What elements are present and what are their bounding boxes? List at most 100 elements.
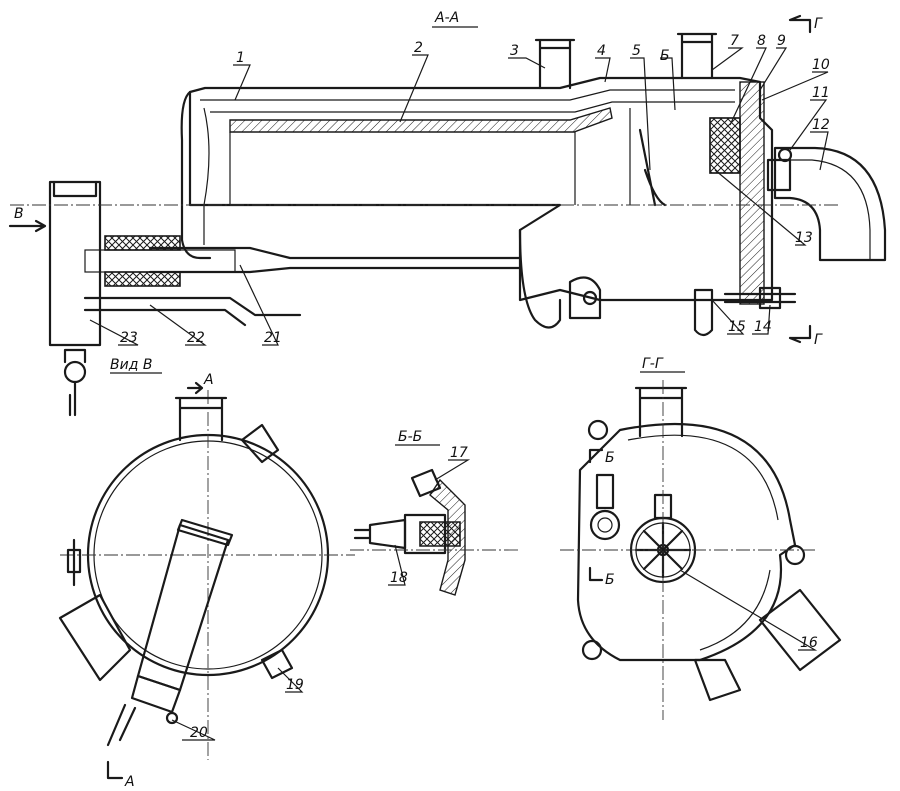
- callout-21: 21: [264, 330, 282, 346]
- section-bb-plug-thread: [419, 521, 461, 547]
- bottom-tube-22: [83, 296, 302, 327]
- outlet-elbow-inner: [790, 159, 871, 260]
- leader-15: [711, 299, 745, 335]
- view-a-arrow: [186, 381, 204, 395]
- housing-inner-wall: [200, 89, 735, 113]
- leader-22: [149, 304, 207, 346]
- section-bb-view: [350, 468, 520, 596]
- section-gg-wheel-post: [653, 493, 673, 520]
- leader-8: [729, 47, 767, 126]
- fuel-grid-8: [709, 117, 741, 174]
- spoked-wheel-spokes: [634, 521, 692, 579]
- view-v-bolt-top: [240, 423, 280, 464]
- top-pipe-3: [534, 38, 576, 90]
- inlet-fitting: [63, 360, 87, 384]
- leader-14: [752, 304, 771, 335]
- section-gg-housing: [576, 422, 797, 662]
- view-v-inlet-tube: [136, 523, 230, 692]
- callout-9: 9: [777, 33, 786, 49]
- marker-b-inner: Б: [660, 48, 670, 64]
- inlet-pipe-top: [52, 180, 98, 198]
- section-bb-plug-18: [353, 518, 407, 550]
- callout-19: 19: [286, 677, 304, 693]
- marker-g-top: Г: [814, 16, 823, 32]
- cut-mark-b-bottom: [588, 566, 604, 582]
- section-bb-wall: [429, 478, 466, 596]
- swirler-5: [638, 128, 667, 207]
- housing-outer: [188, 76, 774, 302]
- labels: А-А Б-Б Г-Г Вид В В А А Г Г Б Б Б 1 2 3 …: [14, 10, 830, 790]
- leader-3: [508, 57, 546, 69]
- section-aa-view: [8, 14, 887, 417]
- callout-22: 22: [187, 330, 205, 346]
- title-view-v: Вид В: [110, 357, 152, 373]
- section-gg-bolt-r: [784, 544, 806, 566]
- callout-17: 17: [450, 445, 468, 461]
- title-section-aa: А-А: [434, 10, 459, 26]
- callout-14: 14: [754, 319, 772, 335]
- leader-13: [714, 169, 807, 246]
- leader-20: [171, 719, 216, 741]
- leader-23: [89, 319, 139, 346]
- callout-2: 2: [414, 40, 423, 56]
- leader-7: [711, 47, 744, 71]
- callout-13: 13: [795, 230, 813, 246]
- callout-10: 10: [812, 57, 830, 73]
- title-section-gg: Г-Г: [642, 356, 664, 372]
- leader-6: [660, 57, 676, 111]
- section-gg-burner: [589, 509, 621, 541]
- callout-12: 12: [812, 117, 830, 133]
- bracket-bolt: [582, 290, 598, 306]
- inlet-fitting-stem: [63, 348, 87, 417]
- marker-a-bottom: А: [124, 774, 135, 790]
- title-section-bb: Б-Б: [398, 429, 422, 445]
- section-gg-outlet: [758, 588, 842, 672]
- section-gg-burner-stem: [595, 473, 615, 510]
- leader-11: [789, 99, 828, 151]
- leader-12: [810, 131, 829, 171]
- view-v-bolt-19: [260, 648, 294, 680]
- cut-mark-g-bottom: [788, 324, 812, 344]
- callout-15: 15: [728, 319, 746, 335]
- leader-18: [388, 544, 406, 586]
- callout-7: 7: [730, 33, 739, 49]
- leader-10: [761, 71, 829, 101]
- view-v-inlet-cap: [176, 518, 234, 547]
- view-a-arrow-bottom: [106, 760, 124, 780]
- section-gg-bolt-tl: [587, 419, 609, 441]
- top-pipe-7: [676, 32, 718, 80]
- leader-4: [595, 57, 611, 83]
- inner-tube-21: [148, 246, 522, 274]
- view-v-top-pipe: [174, 396, 228, 442]
- leader-1: [233, 64, 251, 101]
- view-v: [58, 381, 355, 780]
- callout-16: 16: [800, 635, 818, 651]
- burner-nut: [777, 147, 793, 163]
- seal-upper: [104, 235, 181, 251]
- section-gg-bottom-fitting: [693, 658, 742, 702]
- view-v-fitting-20: [130, 674, 182, 714]
- callout-20: 20: [190, 725, 208, 741]
- burner-11: [766, 158, 792, 192]
- connector-tube: [84, 249, 236, 273]
- seal-lower: [104, 271, 181, 287]
- callout-5: 5: [632, 43, 641, 59]
- callout-4: 4: [597, 43, 606, 59]
- housing-left-inner: [203, 107, 210, 245]
- callout-18: 18: [390, 570, 408, 586]
- inner-chamber: [229, 108, 631, 205]
- section-gg-view: [560, 380, 842, 720]
- bottom-bracket: [568, 276, 602, 320]
- drain-fitting-15: [693, 288, 714, 337]
- callout-11: 11: [812, 85, 830, 101]
- housing-lower-lobe: [518, 228, 562, 329]
- view-v-bolt-left: [66, 538, 82, 587]
- housing-left-cap: [180, 90, 212, 260]
- inlet-pipe-23: [48, 180, 102, 347]
- section-gg-top-pipe: [634, 386, 688, 438]
- outlet-elbow-12: [773, 146, 887, 262]
- callout-8: 8: [757, 33, 766, 49]
- leader-5: [630, 57, 651, 171]
- callout-1: 1: [236, 50, 245, 66]
